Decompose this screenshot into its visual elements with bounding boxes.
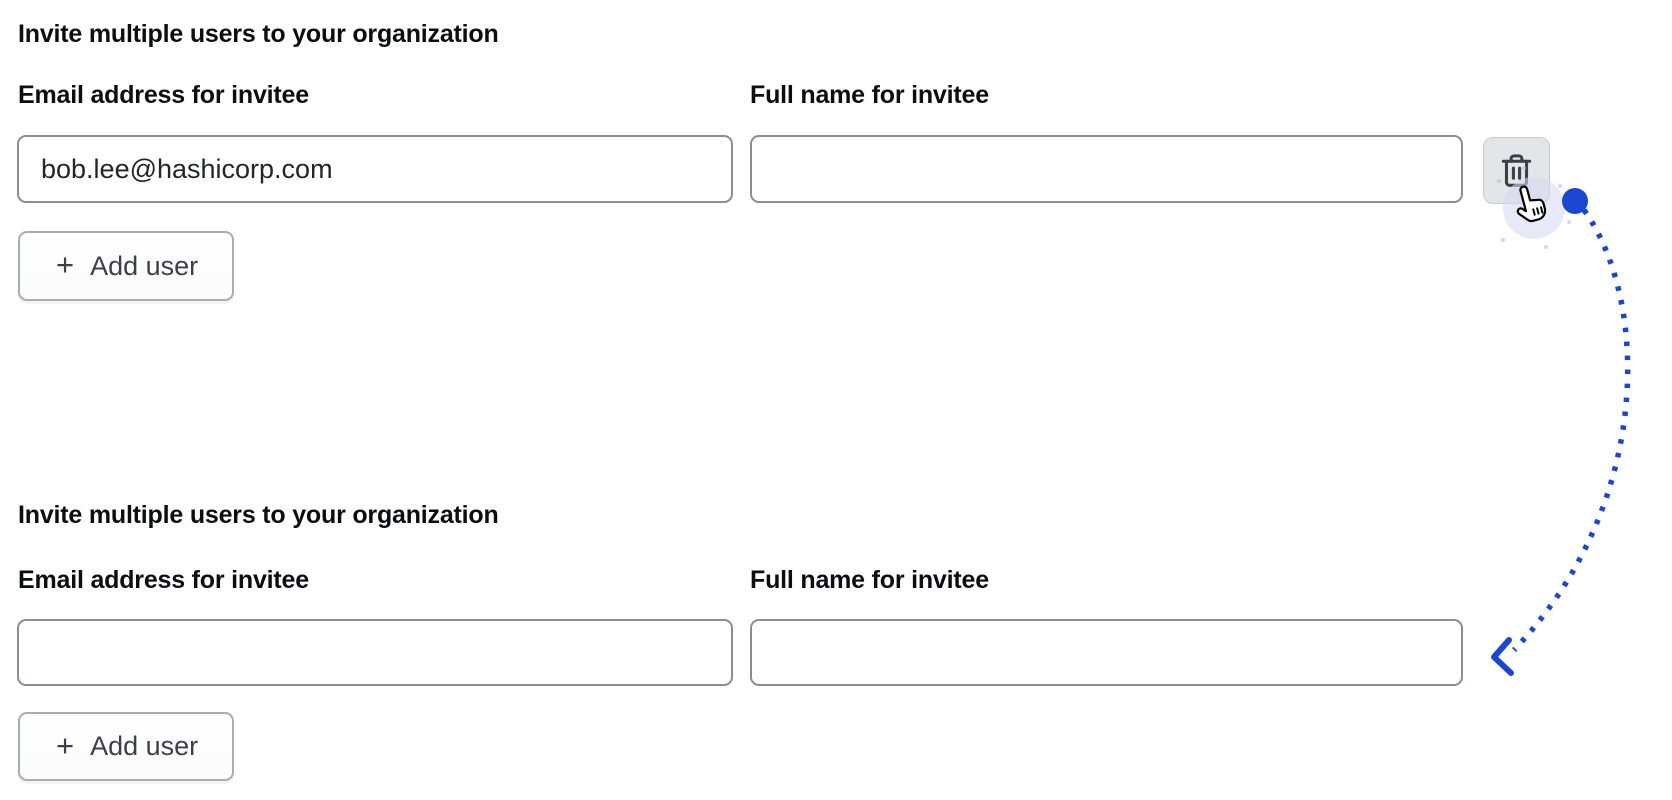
full-name-field-2[interactable] — [750, 619, 1463, 686]
full-name-field-label-2: Full name for invitee — [750, 566, 989, 594]
add-user-button-2-label: Add user — [90, 731, 199, 761]
page-title-2: Invite multiple users to your organizati… — [18, 501, 499, 529]
arrow-dotted-curve — [1512, 208, 1631, 652]
page-title: Invite multiple users to your organizati… — [18, 20, 499, 48]
add-user-button-label: Add user — [90, 250, 199, 281]
full-name-field[interactable] — [750, 135, 1463, 203]
add-user-button[interactable]: + Add user — [18, 231, 235, 301]
email-field-label: Email address for invitee — [18, 81, 309, 109]
email-field-label-2: Email address for invitee — [18, 566, 309, 594]
email-field-2[interactable] — [17, 619, 733, 686]
arrow-head — [1491, 637, 1514, 676]
email-field[interactable] — [17, 135, 733, 203]
trash-icon — [1498, 152, 1535, 189]
arrow-start-dot — [1562, 188, 1588, 214]
plus-icon: + — [56, 727, 75, 763]
full-name-field-label: Full name for invitee — [750, 81, 989, 109]
delete-row-button[interactable] — [1483, 137, 1550, 204]
add-user-button-2[interactable]: + Add user — [18, 712, 235, 781]
plus-icon: + — [56, 247, 75, 282]
